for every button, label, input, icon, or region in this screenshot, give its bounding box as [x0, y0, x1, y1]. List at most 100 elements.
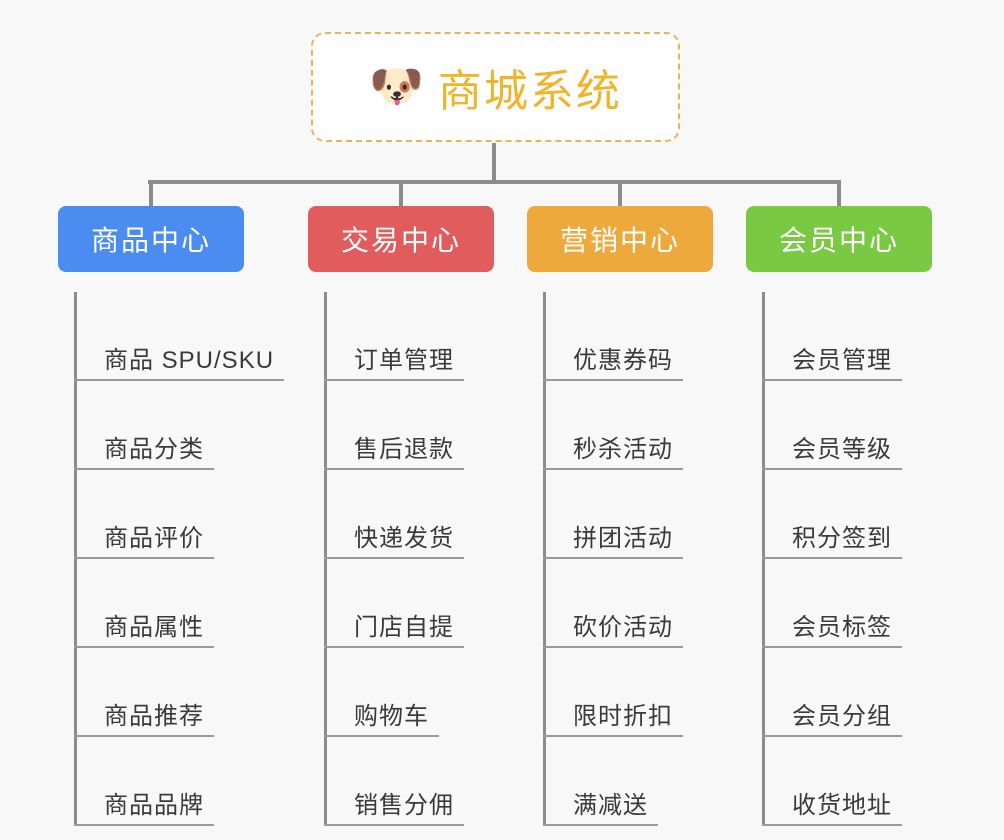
- column-marketing-center: 营销中心优惠券码秒杀活动拼团活动砍价活动限时折扣满减送: [527, 206, 713, 826]
- leaf-item[interactable]: 商品 SPU/SKU: [74, 292, 284, 381]
- category-label: 商品中心: [90, 225, 211, 256]
- leaf-item-label: 销售分佣: [354, 792, 454, 819]
- subtree-product-center: 商品 SPU/SKU 商品分类商品评价商品属性商品推荐商品品牌: [58, 292, 284, 826]
- leaf-item[interactable]: 会员等级: [762, 381, 932, 470]
- connector-drop-product-center: [149, 180, 153, 208]
- subtree-spine: [543, 292, 546, 826]
- leaf-item-rule: [762, 824, 902, 826]
- leaf-item-rule: [74, 379, 284, 381]
- leaf-item-label: 收货地址: [792, 792, 892, 819]
- category-label: 会员中心: [778, 225, 899, 256]
- leaf-item-rule: [324, 557, 464, 559]
- leaf-item[interactable]: 秒杀活动: [543, 381, 713, 470]
- root-connector-stem: [492, 143, 496, 183]
- leaf-item[interactable]: 商品分类: [74, 381, 244, 470]
- leaf-item-rule: [324, 646, 464, 648]
- leaf-item[interactable]: 购物车: [324, 648, 494, 737]
- leaf-item-rule: [324, 735, 439, 737]
- leaf-item-rule: [543, 646, 683, 648]
- leaf-item-rule: [324, 824, 464, 826]
- subtree-spine: [324, 292, 327, 826]
- leaf-item[interactable]: 砍价活动: [543, 559, 713, 648]
- subtree-spine: [762, 292, 765, 826]
- leaf-item-rule: [74, 468, 214, 470]
- leaf-item-label: 砍价活动: [573, 614, 673, 641]
- column-trade-center: 交易中心订单管理售后退款快递发货门店自提购物车销售分佣: [308, 206, 494, 826]
- leaf-item-rule: [74, 646, 214, 648]
- leaf-item-rule: [543, 468, 683, 470]
- category-header-trade-center[interactable]: 交易中心: [308, 206, 494, 272]
- leaf-item-label: 快递发货: [354, 525, 454, 552]
- leaf-item[interactable]: 快递发货: [324, 470, 494, 559]
- leaf-item-rule: [74, 735, 214, 737]
- leaf-item[interactable]: 商品评价: [74, 470, 244, 559]
- leaf-item-label: 会员标签: [792, 614, 892, 641]
- leaf-item-label: 商品品牌: [104, 792, 204, 819]
- leaf-item-rule: [762, 557, 902, 559]
- leaf-item-label: 购物车: [354, 703, 429, 730]
- root-connector-bus: [148, 180, 840, 184]
- leaf-item-label: 商品分类: [104, 436, 204, 463]
- leaf-item-label: 商品属性: [104, 614, 204, 641]
- leaf-item-rule: [762, 468, 902, 470]
- leaf-item[interactable]: 优惠券码: [543, 292, 713, 381]
- leaf-item-label: 拼团活动: [573, 525, 673, 552]
- leaf-item-rule: [762, 646, 902, 648]
- leaf-item-label: 商品 SPU/SKU: [104, 347, 275, 374]
- leaf-item-rule: [543, 824, 658, 826]
- leaf-item[interactable]: 会员分组: [762, 648, 932, 737]
- leaf-item[interactable]: 收货地址: [762, 737, 932, 826]
- leaf-item[interactable]: 商品品牌: [74, 737, 244, 826]
- category-header-marketing-center[interactable]: 营销中心: [527, 206, 713, 272]
- leaf-item[interactable]: 满减送: [543, 737, 713, 826]
- leaf-item-label: 门店自提: [354, 614, 454, 641]
- leaf-item-label: 订单管理: [354, 347, 454, 374]
- root-node[interactable]: 🐶 商城系统: [311, 32, 680, 142]
- leaf-item-label: 满减送: [573, 792, 648, 819]
- leaf-item-label: 商品推荐: [104, 703, 204, 730]
- leaf-item-label: 优惠券码: [573, 347, 673, 374]
- leaf-item[interactable]: 拼团活动: [543, 470, 713, 559]
- category-header-product-center[interactable]: 商品中心: [58, 206, 244, 272]
- leaf-item-rule: [762, 379, 902, 381]
- leaf-item-label: 商品评价: [104, 525, 204, 552]
- leaf-item-rule: [324, 379, 464, 381]
- leaf-item-label: 限时折扣: [573, 703, 673, 730]
- leaf-item[interactable]: 售后退款: [324, 381, 494, 470]
- leaf-item[interactable]: 门店自提: [324, 559, 494, 648]
- category-label: 营销中心: [559, 225, 680, 256]
- leaf-item-label: 会员等级: [792, 436, 892, 463]
- leaf-item[interactable]: 限时折扣: [543, 648, 713, 737]
- leaf-item-rule: [543, 735, 683, 737]
- leaf-item[interactable]: 积分签到: [762, 470, 932, 559]
- subtree-trade-center: 订单管理售后退款快递发货门店自提购物车销售分佣: [308, 292, 494, 826]
- leaf-item[interactable]: 商品推荐: [74, 648, 244, 737]
- leaf-item-label: 会员分组: [792, 703, 892, 730]
- subtree-member-center: 会员管理会员等级积分签到会员标签会员分组收货地址: [746, 292, 932, 826]
- leaf-item-rule: [762, 735, 902, 737]
- leaf-item[interactable]: 会员标签: [762, 559, 932, 648]
- column-member-center: 会员中心会员管理会员等级积分签到会员标签会员分组收货地址: [746, 206, 932, 826]
- leaf-item[interactable]: 订单管理: [324, 292, 494, 381]
- leaf-item-rule: [543, 557, 683, 559]
- subtree-spine: [74, 292, 77, 826]
- subtree-marketing-center: 优惠券码秒杀活动拼团活动砍价活动限时折扣满减送: [527, 292, 713, 826]
- leaf-item-rule: [324, 468, 464, 470]
- connector-drop-trade-center: [399, 180, 403, 208]
- leaf-item-rule: [543, 379, 683, 381]
- leaf-item[interactable]: 销售分佣: [324, 737, 494, 826]
- connector-drop-member-center: [837, 180, 841, 208]
- leaf-item-label: 会员管理: [792, 347, 892, 374]
- column-product-center: 商品中心商品 SPU/SKU 商品分类商品评价商品属性商品推荐商品品牌: [58, 206, 284, 826]
- leaf-item-label: 售后退款: [354, 436, 454, 463]
- connector-drop-marketing-center: [618, 180, 622, 208]
- category-label: 交易中心: [340, 225, 461, 256]
- dog-face-icon: 🐶: [369, 62, 424, 111]
- leaf-item-label: 积分签到: [792, 525, 892, 552]
- root-title: 商城系统: [437, 67, 622, 116]
- category-header-member-center[interactable]: 会员中心: [746, 206, 932, 272]
- leaf-item[interactable]: 会员管理: [762, 292, 932, 381]
- leaf-item[interactable]: 商品属性: [74, 559, 244, 648]
- leaf-item-rule: [74, 824, 214, 826]
